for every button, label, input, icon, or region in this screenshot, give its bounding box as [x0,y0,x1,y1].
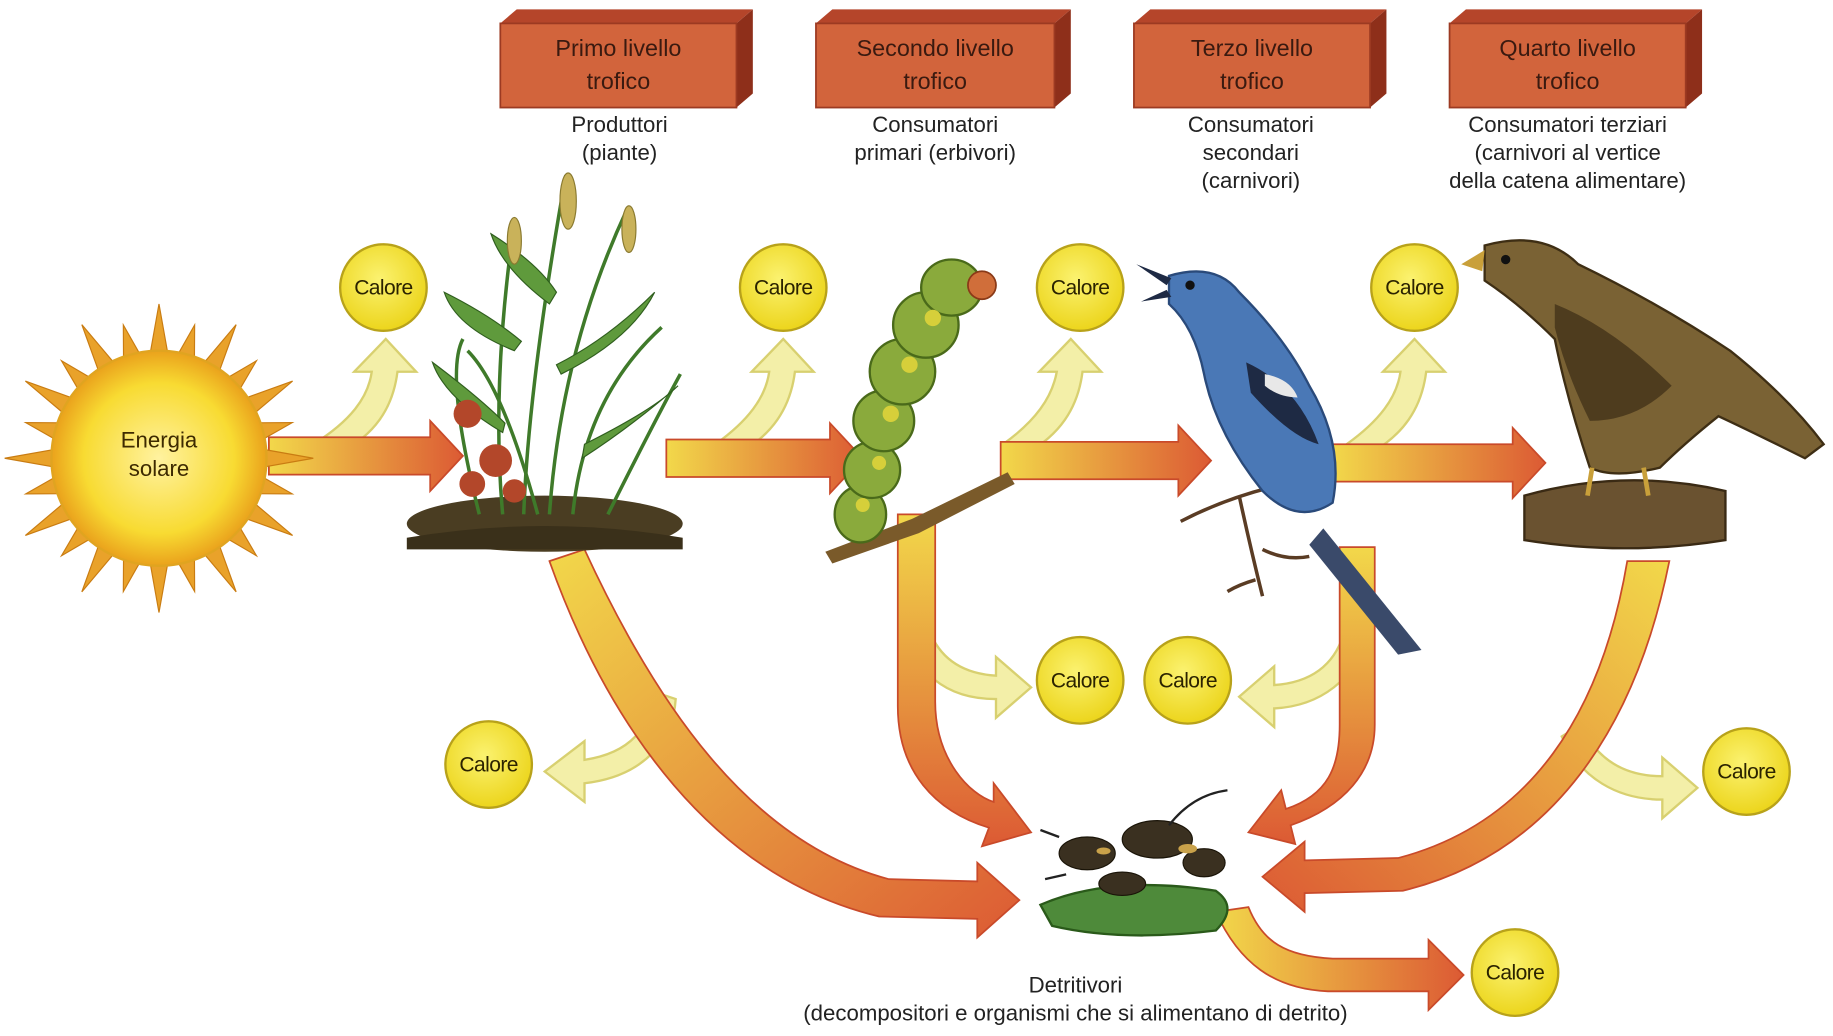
level-4-title: Quarto livello trofico [1450,33,1686,98]
level-1-description: Produttori (piante) [503,112,737,168]
hawk-illustration [1461,239,1826,550]
level-1-desc-line: Produttori [571,113,668,138]
level-3-desc-line: Consumatori [1187,113,1314,138]
level-2-title: Secondo livello trofico [816,33,1054,98]
bird-illustration [1136,264,1422,655]
sun-ray [4,448,58,469]
level-2-title-line1: Secondo livello [856,36,1014,62]
level-4-title-line2: trofico [1535,68,1600,95]
sun-label-line1: Energia [120,429,198,454]
producers-plants-illustration [406,172,683,552]
level-2-title-line2: trofico [903,68,968,95]
detritivores-label: Detritivori (decompositori e organismi c… [655,973,1497,1029]
level-3-title-line1: Terzo livello [1190,36,1314,62]
heat-label-sun: Calore [354,275,413,299]
level-box-1 [499,9,753,109]
detritivores-illustration [1038,789,1229,937]
heat-label-secondary-lower: Calore [1158,668,1217,692]
level-2-desc-line: primari (erbivori) [854,141,1017,166]
heat-label-detritivores: Calore [1485,960,1545,984]
level-3-title: Terzo livello trofico [1134,33,1370,98]
level-3-title-line2: trofico [1220,68,1284,95]
sun-label: Energia solare [89,428,229,484]
detritivores-label-line1: Detritivori [1028,973,1123,999]
energy-flow-arrows [267,418,1671,1013]
sun-ray [149,303,169,357]
level-4-desc-line: della catena alimentare) [1449,168,1687,194]
heat-circles [339,243,1791,1018]
sun-ray [149,560,169,613]
heat-label-primary: Calore [1050,275,1110,299]
level-4-desc-line: Consumatori terziari [1468,113,1667,138]
level-box-4 [1448,9,1703,109]
heat-label-tertiary-lower: Calore [1717,759,1776,783]
level-1-desc-line: (piante) [581,141,658,166]
level-1-title-line1: Primo livello [555,36,682,62]
level-2-desc-line: Consumatori [872,113,999,138]
level-1-title-line2: trofico [586,68,651,95]
level-2-description: Consumatori primari (erbivori) [807,112,1064,168]
sun-illustration [4,303,314,613]
level-3-desc-line: (carnivori) [1201,168,1301,194]
heat-arrows [310,337,1700,821]
detritivores-label-line2: (decompositori e organismi che si alimen… [803,1001,1348,1027]
heat-label-producers: Calore [753,275,813,299]
level-1-title: Primo livello trofico [500,33,736,98]
caterpillar-illustration [825,258,1015,564]
level-4-title-line1: Quarto livello [1499,36,1636,62]
level-3-description: Consumatori secondari (carnivori) [1134,112,1368,195]
level-3-desc-line: secondari [1202,141,1299,166]
level-box-2 [815,9,1071,109]
heat-label-secondary: Calore [1385,275,1444,299]
heat-label-producers-lower: Calore [459,752,518,776]
sun-label-line2: solare [128,456,190,482]
level-4-desc-line: (carnivori al vertice [1474,141,1661,166]
level-4-description: Consumatori terziari (carnivori al verti… [1403,112,1733,195]
heat-label-primary-lower: Calore [1050,668,1110,692]
level-box-3 [1133,9,1387,109]
